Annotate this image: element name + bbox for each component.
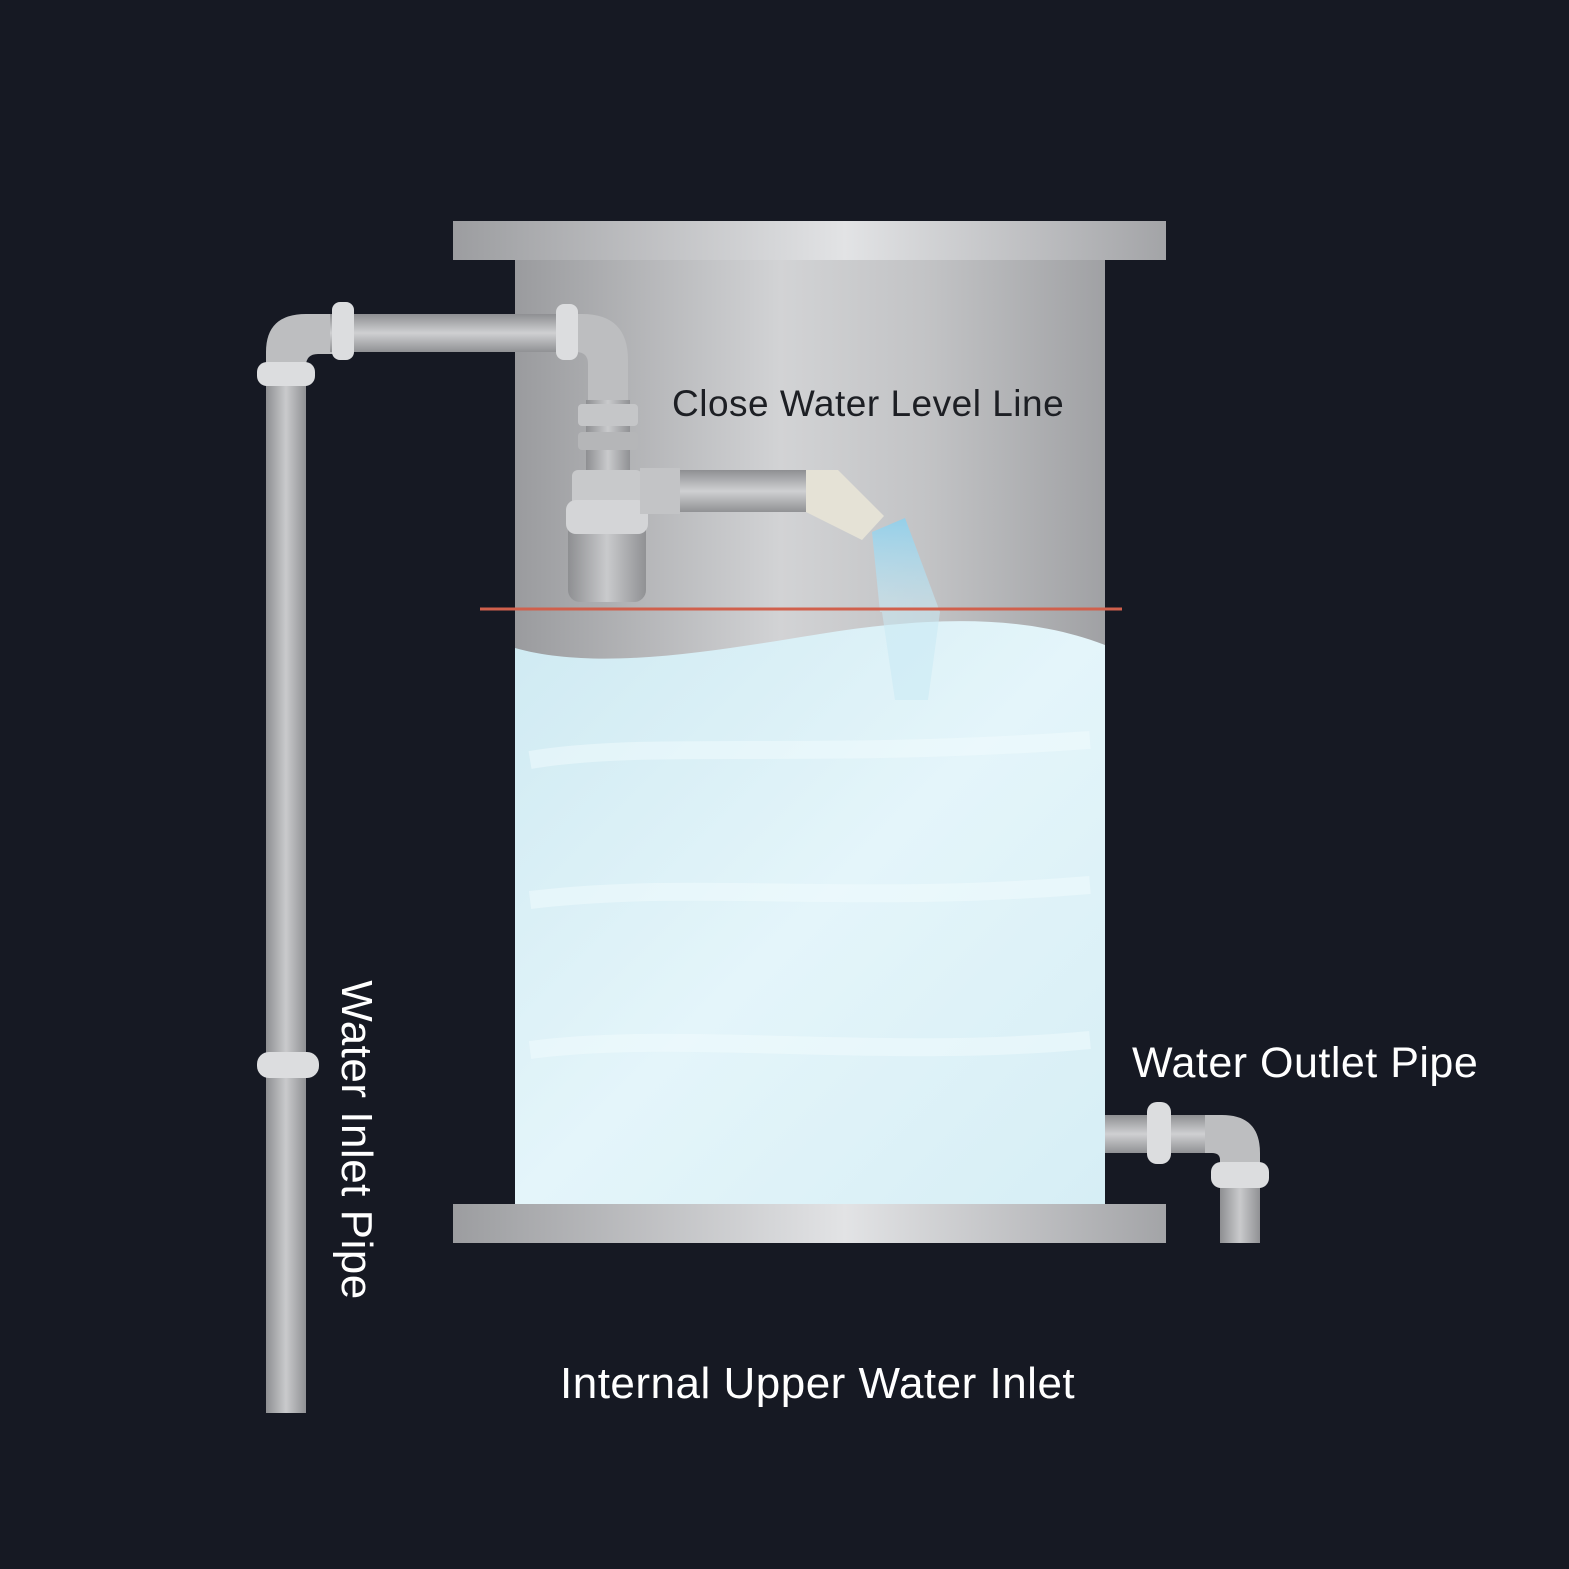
coupling: [1147, 1102, 1171, 1164]
water-spray: [872, 518, 940, 612]
water-spray-fall: [882, 612, 940, 700]
valve-nut: [578, 404, 638, 426]
water-outlet-pipe-label: Water Outlet Pipe: [1132, 1039, 1479, 1087]
coupling: [556, 304, 578, 360]
inlet-pipe-horizontal: [330, 314, 562, 352]
coupling: [1211, 1162, 1269, 1188]
water-inlet-pipe-label: Water Inlet Pipe: [332, 980, 381, 1300]
valve-float-cap: [566, 500, 648, 534]
inlet-pipe-vertical: [266, 375, 306, 1413]
coupling: [332, 302, 354, 360]
outlet-pipe-elbow: [1205, 1115, 1260, 1172]
water-highlight: [528, 731, 1091, 1059]
close-water-level-line-label: Close Water Level Line: [672, 383, 1065, 424]
water-body: [515, 621, 1105, 1206]
coupling: [257, 362, 315, 386]
coupling: [257, 1052, 319, 1078]
valve-nut: [578, 432, 638, 450]
tank-top-flange: [453, 221, 1166, 260]
internal-upper-water-inlet-label: Internal Upper Water Inlet: [560, 1359, 1076, 1408]
nozzle-arm-collar: [640, 468, 680, 514]
tank-bottom-flange: [453, 1204, 1166, 1243]
nozzle-tip: [806, 470, 884, 540]
